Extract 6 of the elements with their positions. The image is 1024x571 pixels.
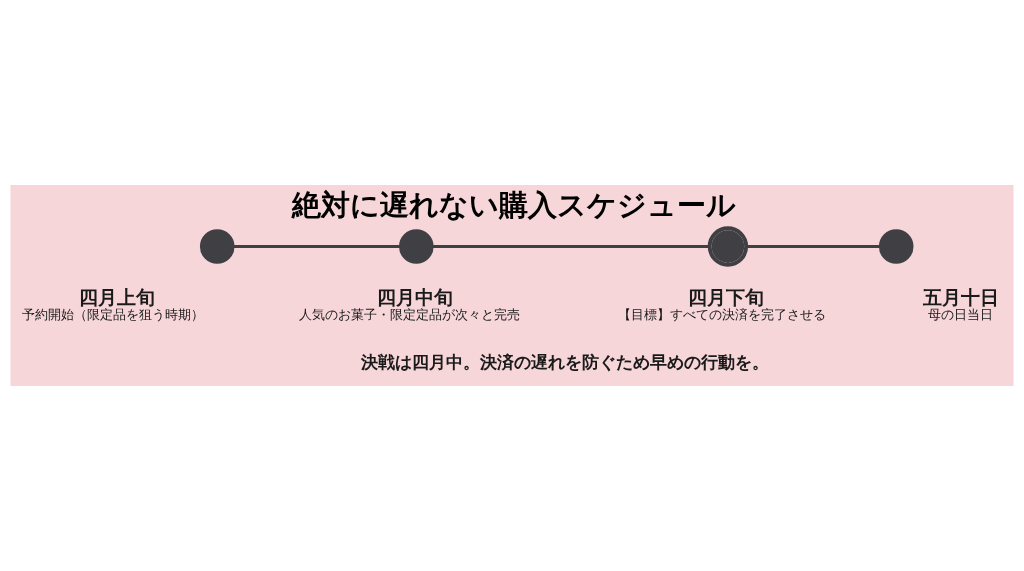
node-label: 【目標】すべての決済を完了させる — [617, 306, 826, 322]
node-label: 予約開始（限定品を狙う時期） — [22, 306, 204, 322]
label: 決戦は四月中。決済の遅れを防ぐため早めの行動を。 — [360, 352, 769, 373]
node-label: 人気のお菓子・限定定品が次々と完売 — [299, 306, 521, 322]
node-label: 母の日当日 — [927, 306, 993, 322]
diagram-title: 絶対に遅れない購入スケジュール — [292, 187, 737, 222]
